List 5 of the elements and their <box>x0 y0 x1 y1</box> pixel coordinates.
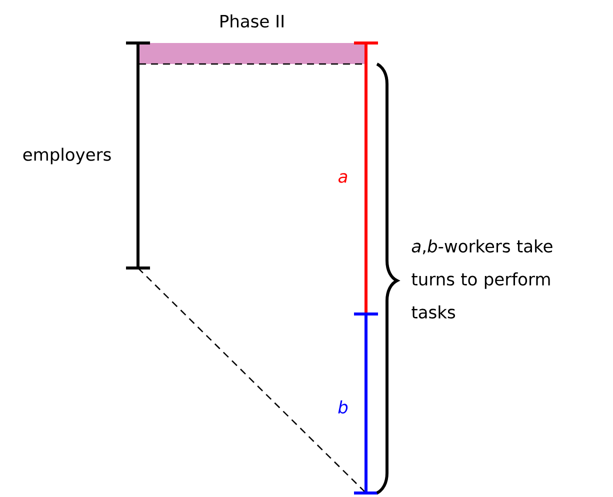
text-label: a <box>338 173 348 183</box>
text-label: Phase II <box>220 14 284 28</box>
text-label: a,b-workers take turns to perform tasks <box>412 239 552 319</box>
text-label: b <box>338 400 348 414</box>
text-label: employers <box>23 148 111 164</box>
